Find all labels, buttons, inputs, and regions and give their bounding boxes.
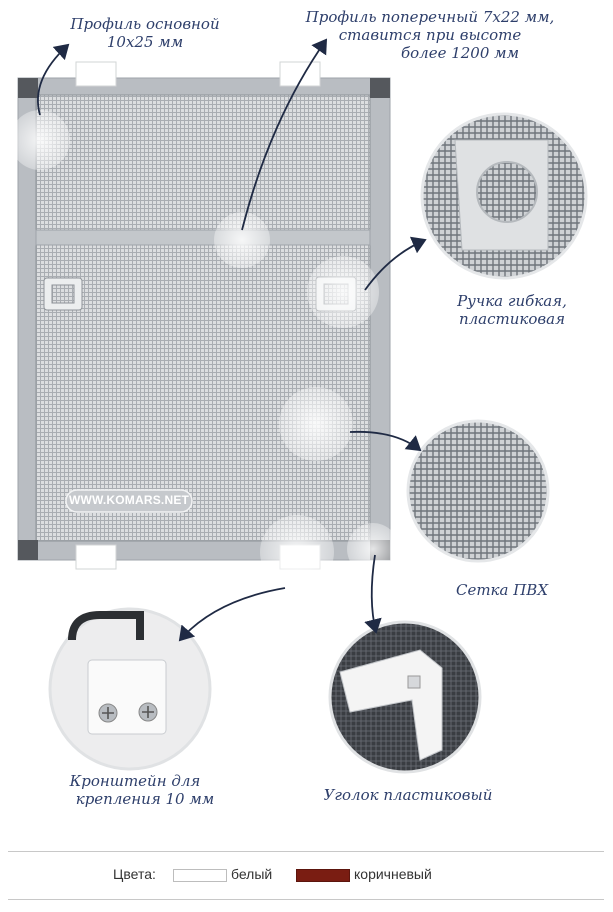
highlight-profile-main [10,110,70,170]
legend-label: Цвета: [113,866,156,882]
watermark-badge [65,489,193,513]
label-profile-cross: Профиль поперечный 7х22 мм, ставится при… [300,8,560,62]
highlight-corner [347,523,399,575]
label-bracket-line1: Кронштейн для [69,772,201,790]
bracket-top-left [75,61,117,87]
label-profile-cross-line2: ставится при высоте [338,26,522,44]
label-handle-line2: пластиковая [458,310,566,328]
mosquito-net-diagram [10,38,588,774]
swatch-brown [296,869,350,882]
handle-left [43,277,83,311]
label-profile-main-line2: 10х25 мм [106,33,184,51]
legend-item-brown: коричневый [354,866,432,882]
pointer-arrows [37,38,427,642]
label-mesh: Сетка ПВХ [455,581,549,599]
label-bracket-line2: крепления 10 мм [75,790,215,808]
corner-piece-tr [370,78,390,98]
highlight-crossbar [214,212,270,268]
swatch-white [173,869,227,882]
corner-piece-bl [18,540,38,560]
label-corner: Уголок пластиковый [323,786,493,804]
highlight-handle [307,256,379,328]
zoom-corner-photo [328,620,482,774]
highlight-bracket [260,515,334,589]
corner-piece-tl [18,78,38,98]
label-profile-cross-line3: более 1200 мм [400,44,520,62]
label-handle: Ручка гибкая, пластиковая [452,292,572,328]
zoom-mesh-photo [406,419,550,563]
highlight-mesh [279,387,353,461]
legend-item-white: белый [231,866,273,882]
label-profile-main: Профиль основной 10х25 мм [70,15,220,51]
label-bracket: Кронштейн для крепления 10 мм [55,772,215,808]
watermark-text: WWW.KOMARS.NET [68,493,190,507]
label-handle-line1: Ручка гибкая, [457,292,567,310]
label-profile-main-line1: Профиль основной [70,15,220,33]
zoom-handle-photo [420,112,588,280]
label-profile-cross-line1: Профиль поперечный 7х22 мм, [305,8,555,26]
divider-bottom [8,899,604,900]
divider-top [8,851,604,852]
bracket-bottom-left [75,544,117,570]
zoom-bracket-photo [48,607,212,771]
color-legend: Цвета: белый коричневый [0,864,613,886]
